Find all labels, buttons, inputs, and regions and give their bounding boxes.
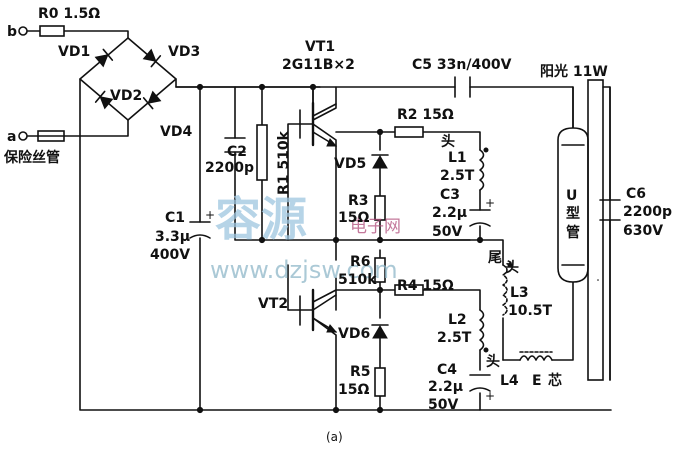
terminal-b-icon bbox=[18, 26, 28, 36]
label-terminal-b: b bbox=[7, 24, 17, 40]
label-r4: R4 15Ω bbox=[397, 278, 454, 294]
label-vt1: VT1 bbox=[305, 39, 335, 55]
vd6-diode-icon bbox=[371, 324, 389, 339]
label-c6-value: 2200p bbox=[623, 204, 672, 220]
label-l3: L3 bbox=[510, 285, 529, 301]
label-tail: 尾 bbox=[488, 250, 502, 266]
label-l2-turns: 2.5T bbox=[437, 330, 472, 346]
label-c4: C4 bbox=[437, 362, 457, 378]
label-l3-turns: 10.5T bbox=[508, 303, 553, 319]
junctions bbox=[196, 83, 484, 414]
label-head2: 头 bbox=[486, 353, 500, 370]
label-lamp-brand: 阳光 11W bbox=[540, 63, 608, 80]
label-fuse: 保险丝管 bbox=[3, 149, 60, 166]
label-r6-value: 510k bbox=[338, 272, 377, 288]
label-r0: R0 1.5Ω bbox=[38, 6, 100, 22]
l3-inductor-icon bbox=[502, 262, 513, 316]
l2-inductor-icon bbox=[479, 309, 489, 353]
r3-resistor-icon bbox=[374, 195, 386, 221]
c4-capacitor-icon: + bbox=[469, 374, 495, 403]
c2-capacitor-icon bbox=[224, 137, 246, 153]
label-l4: L4 bbox=[500, 373, 519, 389]
label-c1-volt: 400V bbox=[150, 247, 190, 263]
c6-capacitor-icon bbox=[599, 199, 621, 221]
label-vd1: VD1 bbox=[58, 44, 90, 60]
wires bbox=[25, 30, 612, 411]
watermark-url: www.dzjsw.com bbox=[210, 256, 398, 284]
r0-resistor-icon bbox=[39, 25, 65, 37]
label-vt1-part: 2G11B×2 bbox=[282, 57, 355, 73]
terminal-a-icon bbox=[18, 131, 28, 141]
label-c1-value: 3.3μ bbox=[155, 229, 190, 245]
label-c4-volt: 50V bbox=[428, 397, 458, 413]
label-r3-value: 15Ω bbox=[338, 210, 369, 226]
label-c3: C3 bbox=[440, 187, 460, 203]
label-c4-value: 2.2μ bbox=[428, 379, 463, 395]
label-core: 芯 bbox=[548, 372, 562, 389]
vd5-diode-icon bbox=[371, 154, 389, 169]
label-c1: C1 bbox=[165, 210, 185, 226]
vd4-diode-icon bbox=[142, 90, 162, 110]
r2-resistor-icon bbox=[394, 126, 424, 138]
label-e: E bbox=[532, 373, 542, 389]
vd2-diode-icon bbox=[94, 90, 114, 110]
label-vd4: VD4 bbox=[160, 124, 192, 140]
c5-capacitor-icon bbox=[454, 76, 471, 98]
label-head3: 头 bbox=[505, 259, 519, 276]
label-lamp-u: U bbox=[566, 188, 577, 204]
label-r2: R2 15Ω bbox=[397, 107, 454, 123]
label-vd2: VD2 bbox=[110, 88, 142, 104]
label-c6-volt: 630V bbox=[623, 223, 663, 239]
label-r5-value: 15Ω bbox=[338, 382, 369, 398]
svg-text:+: + bbox=[485, 196, 495, 210]
label-c2: C2 bbox=[227, 144, 247, 160]
label-terminal-a: a bbox=[7, 129, 16, 145]
vd1-diode-icon bbox=[94, 48, 114, 68]
u-lamp-icon bbox=[557, 79, 604, 381]
bridge-rectifier bbox=[79, 37, 177, 121]
label-vd5: VD5 bbox=[334, 156, 366, 172]
vt1-transistor-icon bbox=[299, 101, 338, 147]
label-vd3: VD3 bbox=[168, 44, 200, 60]
label-l1-turns: 2.5T bbox=[440, 168, 475, 184]
label-head1: 头 bbox=[441, 133, 455, 150]
c3-capacitor-icon: + bbox=[469, 196, 495, 227]
r5-resistor-icon bbox=[374, 367, 386, 397]
label-lamp-tube: 管 bbox=[566, 224, 580, 241]
labels: R0 1.5Ω b a 保险丝管 VD1 VD2 VD3 VD4 VT1 2G1… bbox=[3, 6, 672, 444]
r1-resistor-icon bbox=[256, 124, 268, 181]
label-c2-value: 2200p bbox=[205, 160, 254, 176]
label-vd6: VD6 bbox=[338, 326, 370, 342]
label-l2: L2 bbox=[448, 312, 467, 328]
svg-text:+: + bbox=[205, 208, 215, 222]
label-vt2: VT2 bbox=[258, 296, 288, 312]
watermark-brand: 容源 bbox=[215, 192, 307, 246]
r4-resistor-icon bbox=[394, 284, 424, 296]
label-c5: C5 33n/400V bbox=[412, 57, 512, 73]
r6-resistor-icon bbox=[374, 257, 386, 283]
vt2-transistor-icon bbox=[299, 288, 338, 333]
c1-capacitor-icon: + bbox=[189, 208, 215, 239]
label-c6: C6 bbox=[626, 186, 646, 202]
vd3-diode-icon bbox=[142, 48, 162, 68]
figure-caption: (a) bbox=[326, 430, 343, 444]
label-r5: R5 bbox=[350, 364, 371, 380]
label-c3-value: 2.2μ bbox=[432, 205, 467, 221]
label-r3: R3 bbox=[348, 193, 369, 209]
label-lamp-type: 型 bbox=[566, 205, 580, 222]
label-c3-volt: 50V bbox=[432, 224, 462, 240]
l1-inductor-icon bbox=[479, 147, 489, 191]
watermark: 容源 电子网 www.dzjsw.com bbox=[210, 192, 401, 284]
watermark-sub: 电子网 bbox=[350, 217, 401, 237]
svg-text:+: + bbox=[485, 389, 495, 403]
label-r6: R6 bbox=[350, 254, 371, 270]
label-l1: L1 bbox=[448, 150, 467, 166]
label-r1: R1 510k bbox=[276, 130, 292, 195]
l4-inductor-icon bbox=[519, 351, 553, 361]
